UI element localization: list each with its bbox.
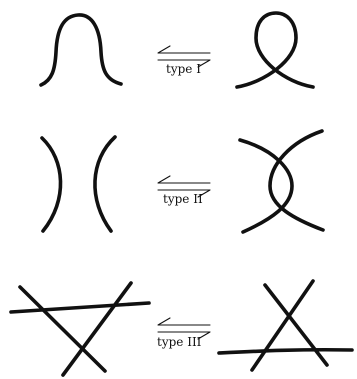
- move-arrow-type-1: type I: [157, 45, 211, 76]
- double-harpoon-arrow-icon: [157, 45, 211, 68]
- move-arrow-type-3: type III: [157, 317, 211, 349]
- strand-diagonal-left-b: [61, 281, 133, 377]
- strand-left-arc: [40, 136, 63, 233]
- move-row-type-3: type III: [9, 279, 354, 377]
- strand-diagonal-right-a: [263, 283, 329, 367]
- strand-bigon-left: [238, 138, 294, 234]
- double-harpoon-arrow-icon: [157, 175, 211, 198]
- strand-kink-loop-right: [235, 11, 315, 89]
- strand-bigon-right: [268, 129, 325, 232]
- move-row-type-2: type II: [40, 129, 325, 234]
- move-row-type-1: type I: [39, 11, 315, 89]
- move-label-type-3: type III: [157, 335, 202, 349]
- move-arrow-type-2: type II: [157, 175, 211, 206]
- double-harpoon-arrow-icon: [157, 317, 211, 340]
- move-label-type-2: type II: [163, 192, 203, 206]
- move-label-type-1: type I: [166, 62, 201, 76]
- strand-diagonal-left-a: [18, 285, 107, 373]
- strand-diagonal-right-b: [250, 279, 315, 372]
- strand-right-arc: [93, 135, 117, 233]
- strand-horizontal-left: [9, 301, 151, 314]
- strand-arch-left: [39, 13, 123, 87]
- strand-horizontal-right: [217, 347, 354, 355]
